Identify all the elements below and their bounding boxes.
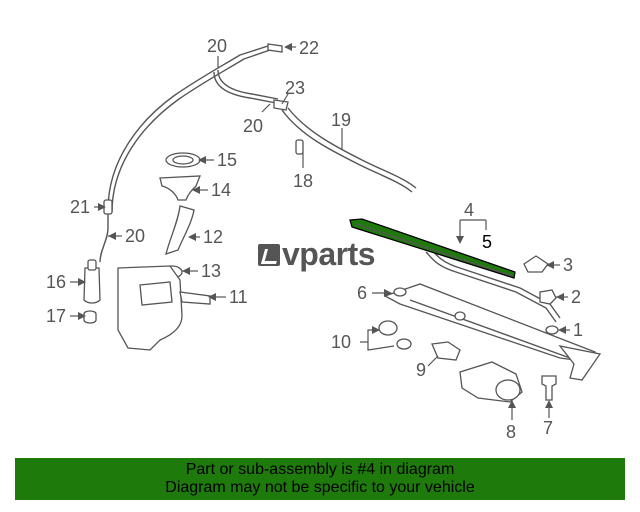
arrow-17 [78, 312, 86, 320]
callout-18: 18 [293, 171, 313, 191]
arrow-4 [456, 236, 464, 244]
pivot-mid [454, 311, 466, 321]
washer-hose-right [281, 109, 413, 193]
brand-text: vparts [282, 236, 376, 272]
cap-3 [523, 255, 549, 273]
banner-line-2: Diagram may not be specific to your vehi… [165, 479, 475, 496]
callout-12: 12 [203, 227, 223, 247]
leader-9 [427, 355, 439, 367]
arrow-12 [188, 233, 196, 241]
arrow-14 [192, 186, 200, 194]
callout-23: 23 [285, 78, 305, 98]
callout-21: 21 [70, 197, 90, 217]
wiper-arm-line-2 [425, 251, 557, 323]
callout-6: 6 [357, 283, 367, 303]
parts-diagram: 20 22 23 20 19 18 15 14 21 20 12 13 16 1… [46, 36, 602, 442]
wiper-blade-4-edge [355, 223, 513, 277]
bolt-7 [541, 375, 557, 401]
callout-5: 5 [482, 232, 492, 252]
callout-8: 8 [506, 422, 516, 442]
leader-20b [261, 103, 271, 113]
cap-seal-15-inner [172, 155, 194, 165]
pump-top [87, 259, 97, 271]
arrow-13 [182, 267, 190, 275]
reservoir-bracket [179, 291, 211, 305]
arrow-2 [556, 293, 564, 301]
callout-11: 11 [229, 287, 248, 307]
washer-10b [396, 338, 412, 350]
arrow-15 [198, 156, 206, 164]
callout-9: 9 [416, 360, 426, 380]
callout-20a: 20 [207, 36, 227, 56]
pump-grommet-17 [83, 310, 97, 324]
callout-13: 13 [201, 261, 221, 281]
pivot-right [545, 325, 559, 335]
washer-hose-main-2 [111, 49, 271, 213]
washer-hose-main [107, 45, 269, 211]
arrow-8 [508, 400, 516, 408]
washer-hose-branch [213, 71, 277, 104]
washer-pump-16 [83, 267, 101, 304]
callout-1: 1 [573, 320, 583, 340]
arrow-6 [384, 289, 392, 297]
callout-15: 15 [217, 150, 237, 170]
callout-2: 2 [571, 287, 581, 307]
callout-16: 16 [46, 272, 66, 292]
callout-17: 17 [46, 306, 66, 326]
pivot-left [393, 287, 407, 297]
vparts-watermark: vparts [258, 236, 376, 273]
bracket-9 [431, 341, 461, 361]
hose-clip [295, 139, 304, 155]
arrow-21 [98, 203, 106, 211]
leader-23 [281, 93, 289, 105]
arrow-11 [208, 293, 216, 301]
reservoir-11 [117, 265, 183, 351]
reservoir-top [139, 281, 173, 306]
linkage-crank [558, 345, 602, 381]
washer-hose-right-2 [287, 107, 417, 189]
callout-3: 3 [563, 255, 573, 275]
filler-neck-12 [165, 205, 195, 255]
arrow-10 [372, 326, 380, 334]
arrow-7 [545, 400, 553, 408]
callout-4: 4 [464, 200, 474, 220]
callout-19: 19 [331, 110, 351, 130]
callout-20b: 20 [243, 116, 263, 136]
arrow-1 [558, 326, 566, 334]
arrow-3 [546, 261, 554, 269]
vparts-logo-icon [258, 243, 280, 266]
filler-cap-14 [159, 175, 201, 201]
arrow-16 [78, 278, 86, 286]
arrow-20c [108, 232, 116, 240]
info-banner: Part or sub-assembly is #4 in diagram Di… [15, 458, 625, 500]
nut-2 [539, 289, 557, 305]
callout-7: 7 [543, 418, 553, 438]
hose-fitting-23 [273, 99, 289, 111]
callout-20c: 20 [125, 226, 145, 246]
linkage-bar-2 [409, 299, 571, 359]
washer-hose-branch-2 [217, 69, 279, 100]
motor-cap [495, 379, 521, 401]
arrow-22 [284, 43, 292, 51]
callout-14: 14 [211, 180, 231, 200]
washer-hose-lower [99, 214, 109, 263]
callout-22: 22 [299, 38, 319, 58]
banner-line-1: Part or sub-assembly is #4 in diagram [185, 461, 455, 478]
cap-10a [378, 320, 398, 336]
hose-fitting-22 [267, 43, 283, 53]
callout-10: 10 [331, 332, 351, 352]
